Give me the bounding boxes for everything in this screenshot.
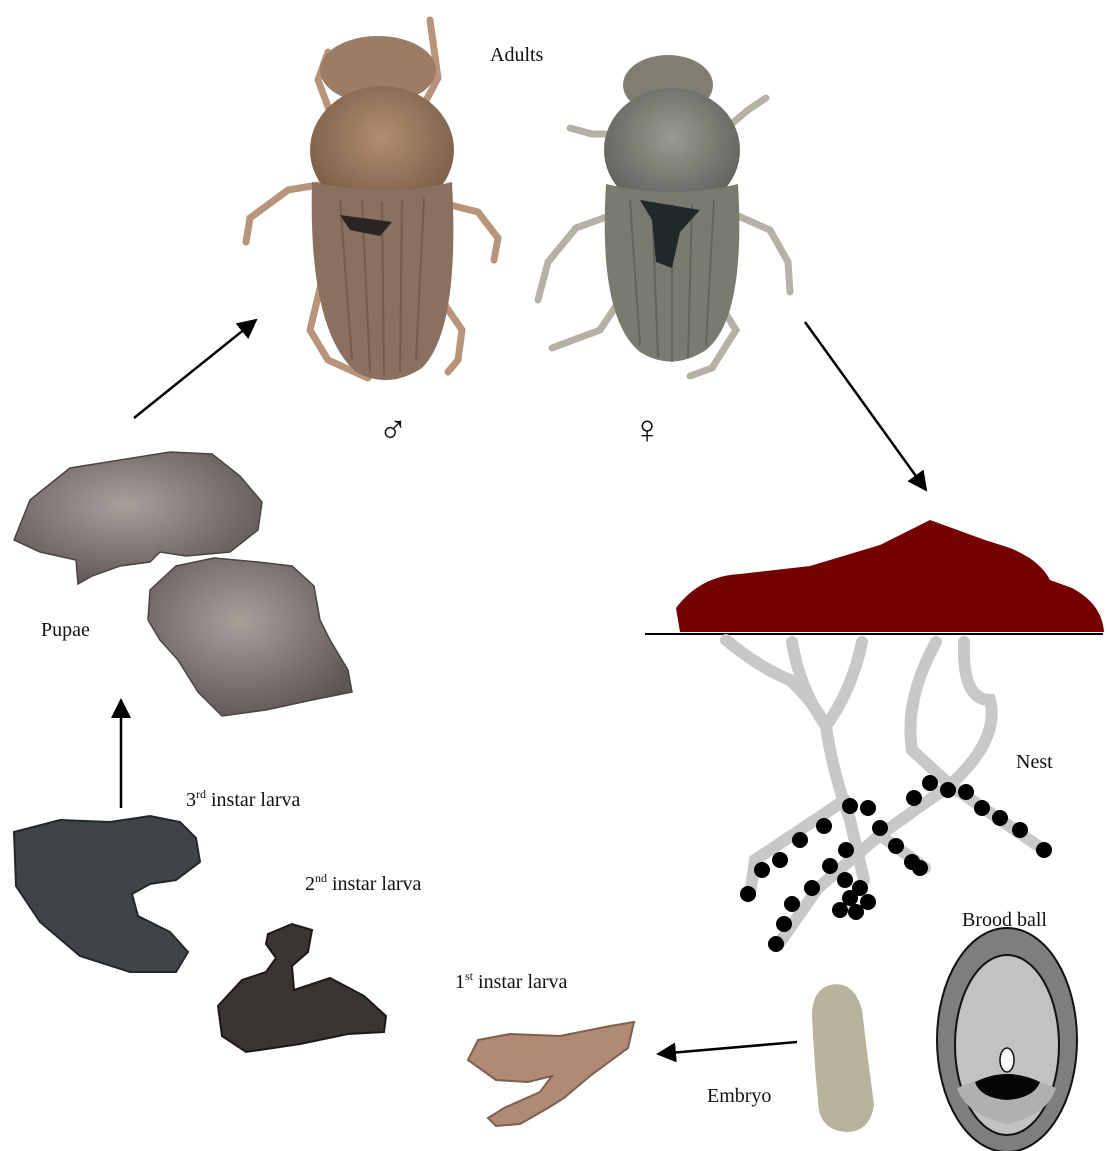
dung-pat (676, 520, 1104, 632)
third-instar-larva-image (14, 816, 200, 972)
arrow-embryo-to-first-instar (658, 1042, 797, 1054)
pupa-image-bottom (148, 558, 352, 716)
arrow-pupae-to-adults (134, 320, 256, 418)
pupae-label: Pupae (41, 619, 90, 641)
female-beetle-image (538, 55, 790, 376)
adults-label: Adults (490, 44, 544, 66)
first-instar-larva-image (468, 1022, 634, 1126)
female-symbol: ♀ (632, 407, 662, 452)
brood-ball-illustration (937, 928, 1077, 1151)
male-beetle-image (246, 20, 498, 380)
second-instar-larva-label: 2nd instar larva (305, 871, 422, 895)
first-instar-larva-label: 1st instar larva (455, 969, 568, 993)
third-instar-larva-label: 3rd instar larva (186, 787, 301, 811)
embryo-image (812, 984, 874, 1132)
male-symbol: ♂ (378, 407, 408, 452)
embryo-label: Embryo (707, 1085, 771, 1107)
nest-tunnels (726, 640, 1044, 945)
second-instar-larva-image (218, 924, 386, 1052)
arrow-adults-to-nest (805, 322, 926, 490)
nest-label: Nest (1016, 751, 1053, 773)
